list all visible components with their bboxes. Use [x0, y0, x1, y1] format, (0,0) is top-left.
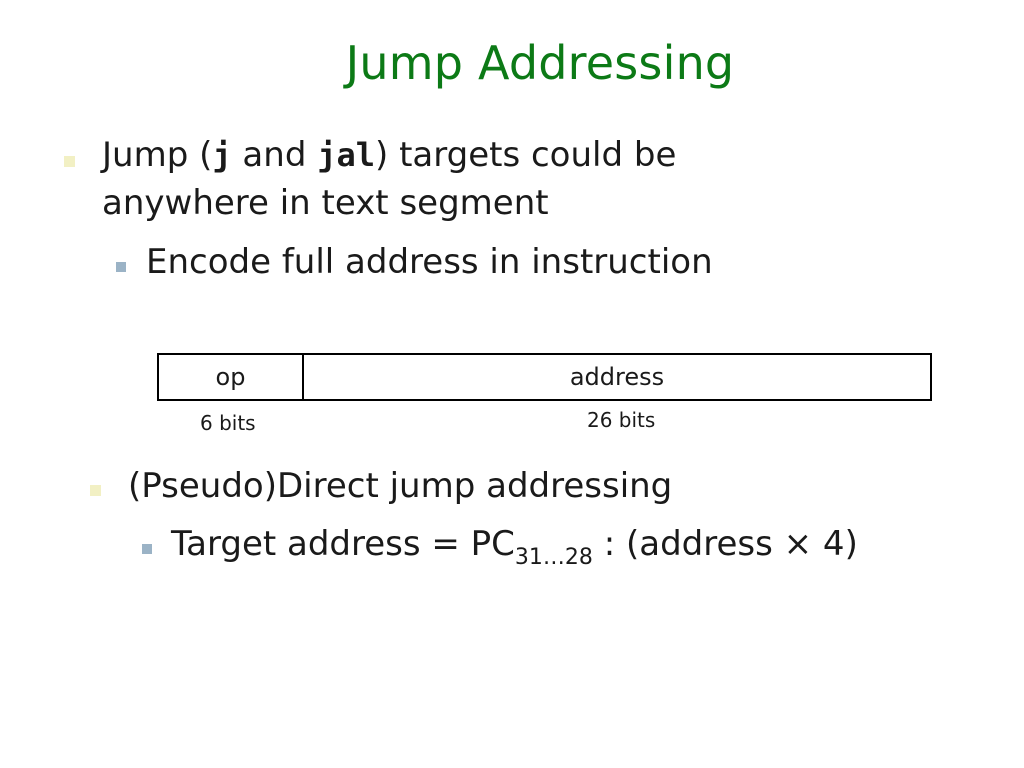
bullet-1-suffix: ) targets could be [375, 135, 677, 175]
bullet-1-line-1: Jump (j and jal) targets could be [102, 135, 676, 175]
op-bits-label: 6 bits [200, 411, 256, 435]
code-jal: jal [317, 136, 376, 174]
target-address-suffix: : (address × 4) [592, 524, 858, 564]
bullet-1-line-2: anywhere in text segment [102, 183, 549, 223]
bullet-2: (Pseudo)Direct jump addressing [128, 466, 673, 506]
sub-bullet-2: Target address = PC31…28 : (address × 4) [171, 524, 858, 578]
sub-bullet-square-icon [116, 262, 126, 272]
slide-title: Jump Addressing [345, 36, 735, 90]
bullet-1-mid: and [231, 135, 318, 175]
bullet-1-prefix: Jump ( [102, 135, 213, 175]
code-j: j [212, 136, 232, 174]
bullet-square-icon [90, 485, 101, 496]
jump-instruction-format: op address [157, 353, 932, 401]
sub-bullet-square-icon [142, 544, 152, 554]
target-address-prefix: Target address = PC [171, 524, 515, 564]
bullet-square-icon [64, 156, 75, 167]
address-bits-label: 26 bits [587, 408, 656, 432]
pc-subscript: 31…28 [514, 545, 593, 570]
sub-bullet-1: Encode full address in instruction [146, 242, 713, 282]
field-op: op [159, 355, 304, 399]
field-address: address [569, 363, 665, 391]
